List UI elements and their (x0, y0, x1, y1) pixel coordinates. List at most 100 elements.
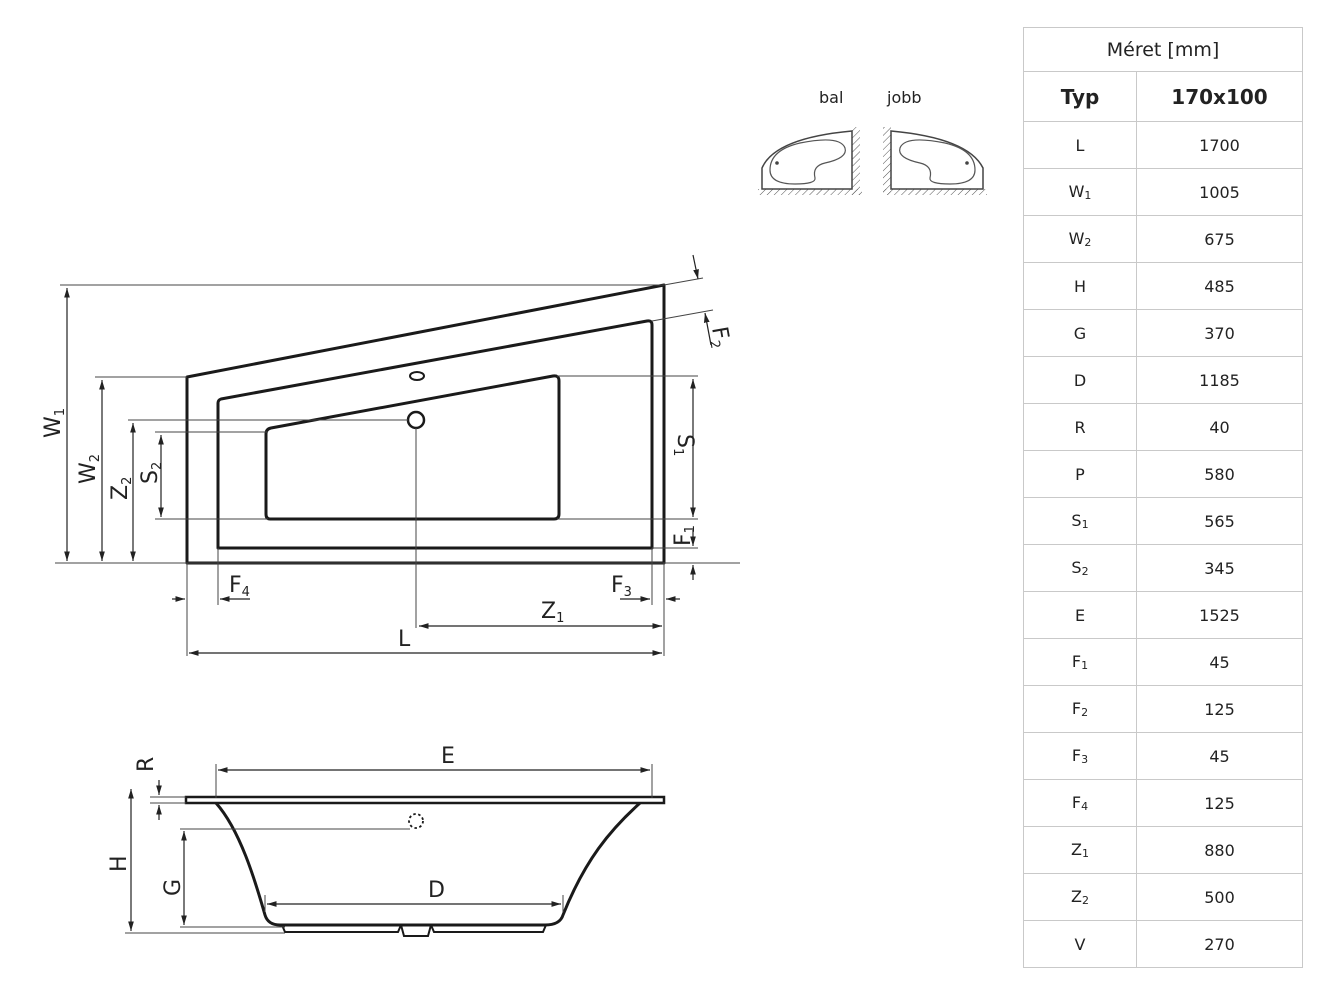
top-view: W1 W2 Z2 S2 S1 F1 F2 F4 F3 Z1 L (41, 254, 740, 656)
row-value: 1525 (1136, 591, 1303, 639)
row-key: H (1023, 262, 1137, 310)
drain-icon (406, 410, 426, 430)
table-row: F4 125 (1023, 779, 1303, 827)
row-key-letter: G (1073, 323, 1087, 343)
row-value: 485 (1136, 262, 1303, 310)
row-key-letter: H (1073, 276, 1087, 296)
row-key: V (1023, 920, 1137, 968)
label-d: D (428, 878, 445, 903)
table-row: H 485 (1023, 262, 1303, 310)
table-row: G 370 (1023, 309, 1303, 357)
row-key: Z2 (1023, 873, 1137, 921)
tub-inner-rim (216, 319, 654, 550)
row-key-letter: F (1071, 652, 1082, 671)
row-key-subscript: 2 (1081, 894, 1089, 907)
row-key: F3 (1023, 732, 1137, 780)
label-w2: W2 (76, 454, 103, 484)
row-value: 1700 (1136, 121, 1303, 169)
row-key-letter: F (1071, 699, 1082, 718)
label-l: L (398, 627, 411, 652)
row-key: W2 (1023, 215, 1137, 263)
label-f2: F2 (704, 325, 734, 350)
row-value: 370 (1136, 309, 1303, 357)
side-overflow-icon (408, 813, 424, 829)
row-value: 345 (1136, 544, 1303, 592)
row-key-subscript: 4 (1081, 800, 1089, 813)
label-f1: F1 (671, 525, 698, 546)
row-key-letter: S (1071, 558, 1082, 577)
side-body (214, 801, 642, 927)
row-key-letter: D (1073, 370, 1087, 390)
row-key-subscript: 1 (1081, 518, 1089, 531)
label-f4: F4 (229, 573, 250, 600)
row-key-letter: Z (1071, 840, 1082, 859)
table-row: L 1700 (1023, 121, 1303, 169)
row-value: 270 (1136, 920, 1303, 968)
table-row: V 270 (1023, 920, 1303, 968)
row-value: 500 (1136, 873, 1303, 921)
row-key-letter: F (1071, 793, 1082, 812)
row-value: 125 (1136, 779, 1303, 827)
row-value: 580 (1136, 450, 1303, 498)
label-s2: S2 (138, 462, 165, 484)
row-key-letter: V (1074, 934, 1086, 954)
label-z2: Z2 (108, 477, 135, 500)
row-key: R (1023, 403, 1137, 451)
row-key: E (1023, 591, 1137, 639)
row-value: 40 (1136, 403, 1303, 451)
table-row: R 40 (1023, 403, 1303, 451)
row-key-letter: P (1075, 464, 1085, 484)
row-key: D (1023, 356, 1137, 404)
label-g: G (161, 879, 186, 896)
left-tub-icon (758, 127, 862, 195)
row-key-letter: R (1074, 417, 1086, 437)
row-key-subscript: 1 (1081, 847, 1089, 860)
row-key: S2 (1023, 544, 1137, 592)
row-key: L (1023, 121, 1137, 169)
row-key-subscript: 2 (1081, 706, 1089, 719)
technical-drawing: bal jobb (41, 88, 987, 937)
overflow-icon (409, 371, 425, 381)
label-w1: W1 (41, 408, 68, 438)
row-key: P (1023, 450, 1137, 498)
row-key-subscript: 2 (1081, 565, 1089, 578)
label-s1: S1 (670, 434, 697, 456)
row-key: S1 (1023, 497, 1137, 545)
row-value: 1185 (1136, 356, 1303, 404)
row-key: F2 (1023, 685, 1137, 733)
tub-basin (264, 374, 561, 521)
orientation-right-label: jobb (886, 88, 922, 107)
side-view: R E H G D (107, 744, 666, 937)
row-key-letter: Z (1071, 887, 1082, 906)
row-key-subscript: 2 (1084, 236, 1092, 249)
row-key-letter: W (1068, 182, 1085, 201)
orientation-left-label: bal (819, 88, 843, 107)
tub-outer-rim (185, 283, 666, 565)
row-key-letter: L (1075, 135, 1085, 155)
row-key: Z1 (1023, 826, 1137, 874)
row-value: 675 (1136, 215, 1303, 263)
row-value: 125 (1136, 685, 1303, 733)
row-value: 565 (1136, 497, 1303, 545)
row-key-letter: S (1071, 511, 1082, 530)
table-row: D 1185 (1023, 356, 1303, 404)
row-key-subscript: 1 (1081, 659, 1089, 672)
label-r: R (134, 757, 159, 772)
row-value: 880 (1136, 826, 1303, 874)
row-key-letter: W (1068, 229, 1085, 248)
label-e: E (441, 744, 455, 769)
row-key-subscript: 1 (1084, 189, 1092, 202)
label-f3: F3 (611, 573, 632, 600)
label-h: H (107, 855, 132, 872)
row-key: F1 (1023, 638, 1137, 686)
